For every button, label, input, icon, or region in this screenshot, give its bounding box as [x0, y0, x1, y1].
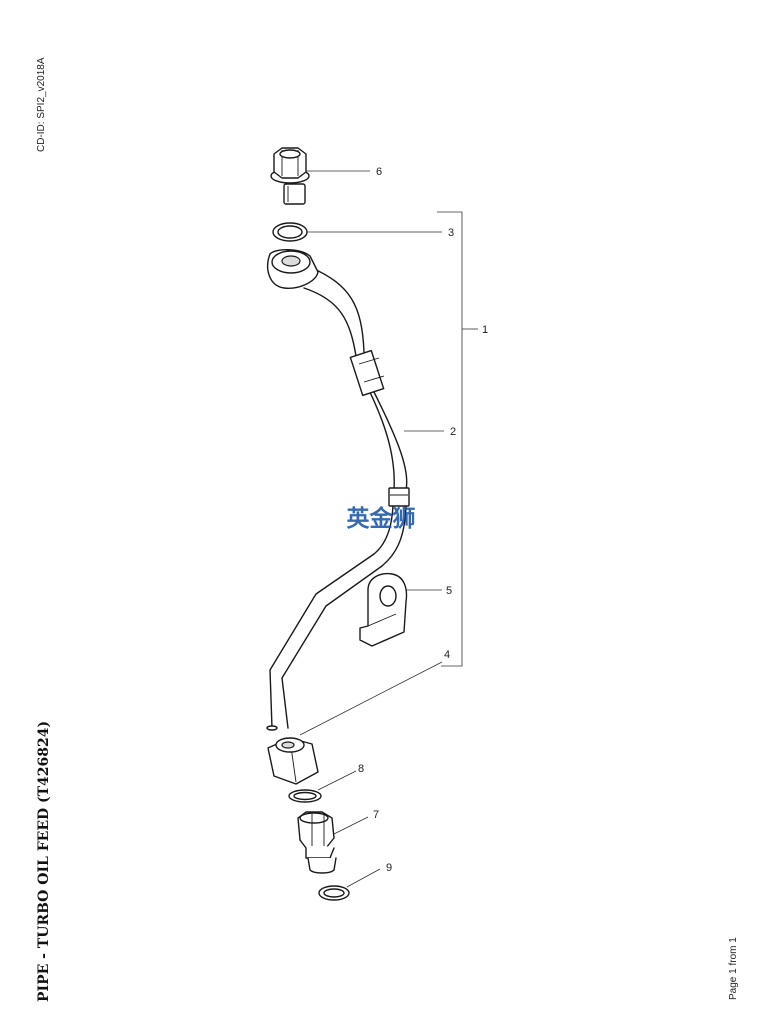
callout-9: 9 [386, 862, 392, 874]
callout-3: 3 [448, 227, 454, 239]
callout-6: 6 [376, 166, 382, 178]
callout-2: 2 [450, 426, 456, 438]
callout-8: 8 [358, 763, 364, 775]
part-5-bracket[interactable] [359, 572, 408, 647]
part-7-adaptor[interactable] [297, 811, 337, 874]
part-3-sealing-washer[interactable] [272, 222, 308, 242]
part-8-washer[interactable] [288, 789, 322, 803]
watermark: 英金狮 [347, 505, 416, 532]
leader-lines [299, 170, 478, 888]
part-6-banjo-bolt[interactable] [270, 147, 310, 205]
part-2-feed-pipe[interactable] [266, 249, 410, 731]
callout-7: 7 [373, 809, 379, 821]
callout-4: 4 [444, 649, 450, 661]
part-4-union-nut[interactable] [267, 737, 319, 785]
part-9-washer[interactable] [318, 885, 350, 901]
callout-1: 1 [482, 324, 488, 336]
callouts: 6 3 1 2 5 4 8 7 9 [358, 166, 488, 874]
callout-5: 5 [446, 585, 452, 597]
